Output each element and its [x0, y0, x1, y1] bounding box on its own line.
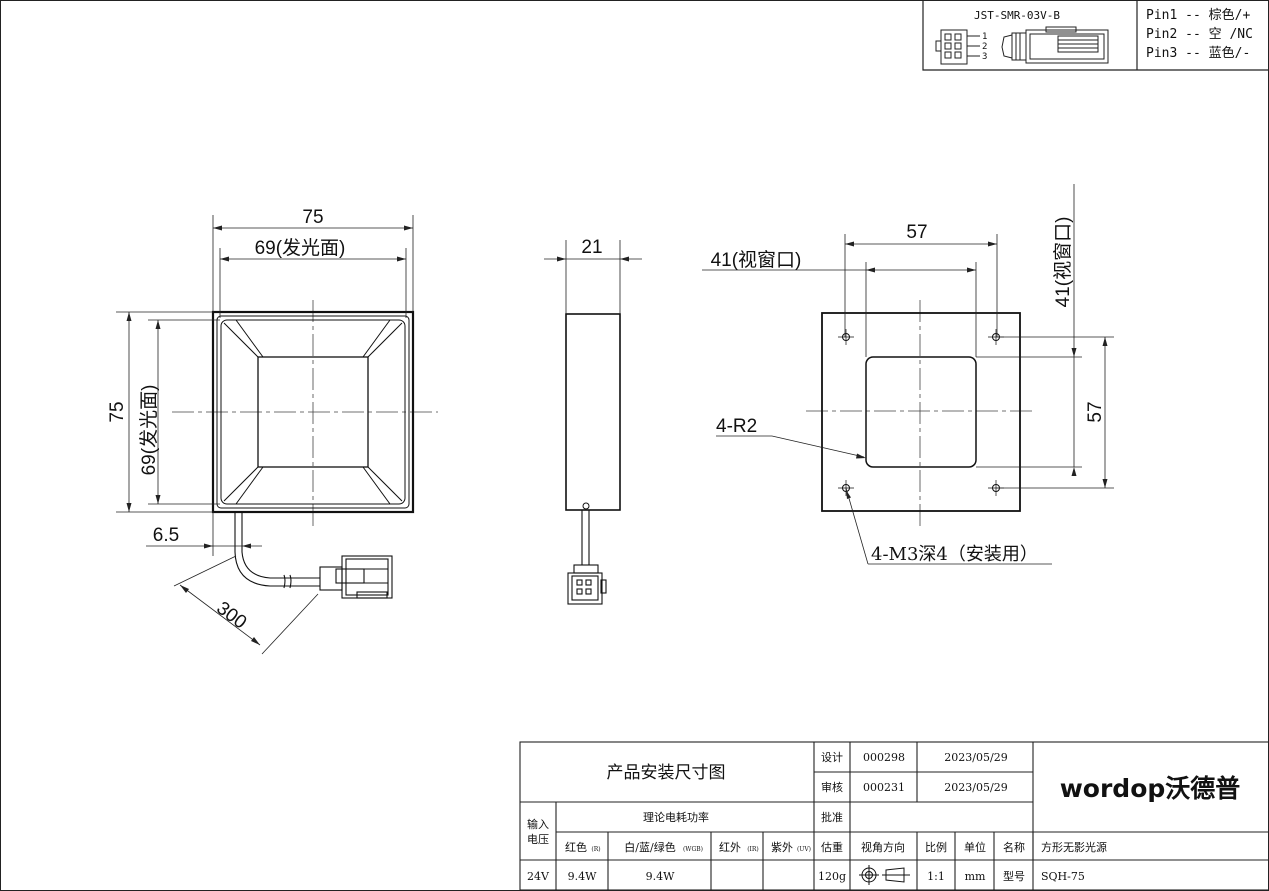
wgb-sub: (WGB): [683, 846, 703, 853]
model-label: 型号: [1003, 869, 1025, 883]
connector-info-box: JST-SMR-03V-B Pin1 -- 棕色/+ Pin2 -- 空 /NC…: [922, 0, 1269, 71]
wgb-label: 白/蓝/绿色: [624, 840, 675, 854]
pin1-label: Pin1 -- 棕色/+: [1146, 7, 1250, 23]
inner-window: [257, 356, 369, 468]
drawing-title: 产品安装尺寸图: [607, 763, 726, 783]
red-sub: (R): [591, 846, 600, 853]
uv-label: 紫外: [771, 841, 793, 854]
connector-model: JST-SMR-03V-B: [974, 9, 1060, 22]
dim-emit-width: 69(发光面): [255, 237, 346, 259]
design-id: 000298: [863, 751, 905, 764]
input-label-1: 输入: [527, 817, 549, 831]
dim-outer-height: 75: [107, 401, 128, 422]
unit-value: mm: [965, 870, 986, 883]
name-label: 名称: [1003, 840, 1025, 854]
unit-label: 单位: [964, 840, 986, 854]
side-view: 21: [544, 237, 642, 605]
company-logo: wordop沃德普: [1060, 774, 1241, 803]
dim-cable-length: 300: [212, 598, 250, 634]
mounting-holes: [838, 329, 1004, 496]
voltage-value: 24V: [527, 870, 550, 883]
view-window: [865, 356, 977, 468]
dim-thickness: 21: [581, 237, 602, 258]
input-label-2: 电压: [527, 833, 549, 846]
pin3-label: Pin3 -- 蓝色/-: [1146, 45, 1250, 61]
dim-outer-width: 75: [302, 207, 323, 228]
review-date: 2023/05/29: [944, 781, 1007, 794]
red-label: 红色: [565, 840, 587, 854]
pin-number-2: 2: [982, 42, 987, 52]
dim-window-x: 41(视窗口): [711, 249, 802, 271]
model-value: SQH-75: [1041, 870, 1085, 883]
cable-and-plug: [234, 512, 393, 599]
dim-hole-spacing-x: 57: [906, 222, 927, 243]
dim-window-y: 41(视窗口): [1052, 217, 1074, 308]
red-power-value: 9.4W: [568, 870, 597, 883]
projection-symbol-icon: [859, 865, 910, 885]
ir-label: 红外: [719, 841, 741, 854]
dim-emit-height: 69(发光面): [138, 385, 160, 476]
name-value: 方形无影光源: [1041, 840, 1107, 854]
wgb-power-value: 9.4W: [646, 870, 675, 883]
back-plate-outline: [821, 312, 1021, 512]
uv-sub: (UV): [797, 846, 811, 853]
design-date: 2023/05/29: [944, 751, 1007, 764]
weight-label: 估重: [821, 840, 843, 854]
pin-number-1: 1: [982, 32, 987, 42]
pin2-label: Pin2 -- 空 /NC: [1146, 27, 1253, 42]
dim-hole-spacing-y: 57: [1085, 401, 1106, 422]
dim-corner-radius: 4-R2: [716, 416, 757, 437]
dim-cable-offset: 6.5: [153, 525, 179, 546]
title-block: 产品安装尺寸图 设计 000298 2023/05/29 审核 000231 2…: [519, 741, 1269, 891]
design-label: 设计: [821, 751, 843, 764]
review-id: 000231: [863, 781, 905, 794]
side-housing-outline: [565, 313, 621, 511]
back-view: 57 41(视窗口) 41(视窗口) 57 4-R2 4-M3深4（安装用）: [702, 184, 1114, 565]
weight-value: 120g: [818, 870, 846, 883]
dim-mounting-holes: 4-M3深4（安装用）: [871, 544, 1038, 565]
light-housing-outline: [211, 310, 415, 514]
scale-label: 比例: [925, 840, 947, 854]
view-direction-label: 视角方向: [861, 840, 905, 854]
front-view: 75 69(发光面) 75 69(发光面): [107, 207, 438, 655]
side-cable: [567, 510, 607, 605]
approve-label: 批准: [821, 810, 843, 824]
review-label: 审核: [821, 780, 843, 794]
connector-plug-icon: [1001, 26, 1109, 64]
connector-socket-icon: [935, 29, 980, 65]
power-header: 理论电耗功率: [643, 810, 709, 824]
scale-value: 1:1: [927, 870, 945, 883]
ir-sub: (IR): [747, 846, 759, 853]
pin-number-3: 3: [982, 52, 987, 62]
